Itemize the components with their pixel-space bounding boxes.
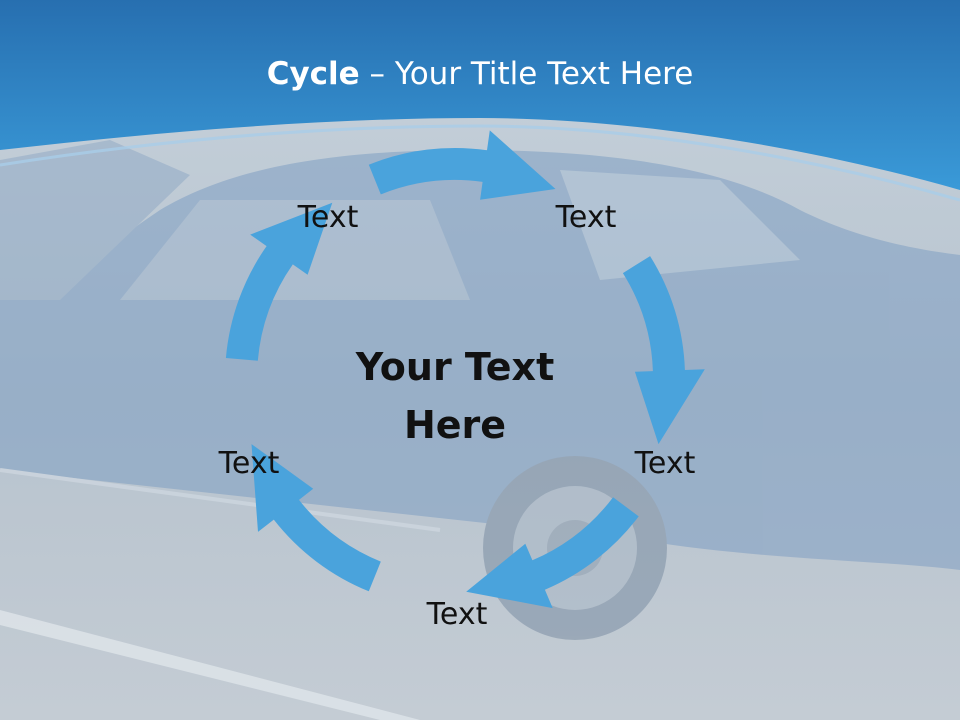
cycle-label-3: Text bbox=[634, 446, 696, 481]
cycle-arrow-4 bbox=[251, 444, 381, 592]
cycle-arrow-5 bbox=[225, 202, 333, 361]
page-title: Cycle – Your Title Text Here bbox=[0, 56, 960, 92]
title-bold: Cycle bbox=[266, 56, 360, 92]
cycle-arrow-1 bbox=[368, 130, 556, 200]
cycle-label-4: Text bbox=[426, 597, 488, 632]
cycle-label-2: Text bbox=[555, 200, 617, 235]
cycle-arrow-2 bbox=[622, 256, 705, 445]
cycle-arrows bbox=[225, 130, 705, 609]
center-text-line-2: Here bbox=[403, 403, 507, 447]
title-rest: – Your Title Text Here bbox=[359, 56, 694, 92]
cycle-label-5: Text bbox=[218, 446, 280, 481]
center-text-line-1: Your Text bbox=[355, 345, 555, 389]
center-text: Your Text Here bbox=[330, 338, 580, 454]
cycle-label-1: Text bbox=[297, 200, 359, 235]
cycle-arrow-3 bbox=[466, 497, 639, 609]
